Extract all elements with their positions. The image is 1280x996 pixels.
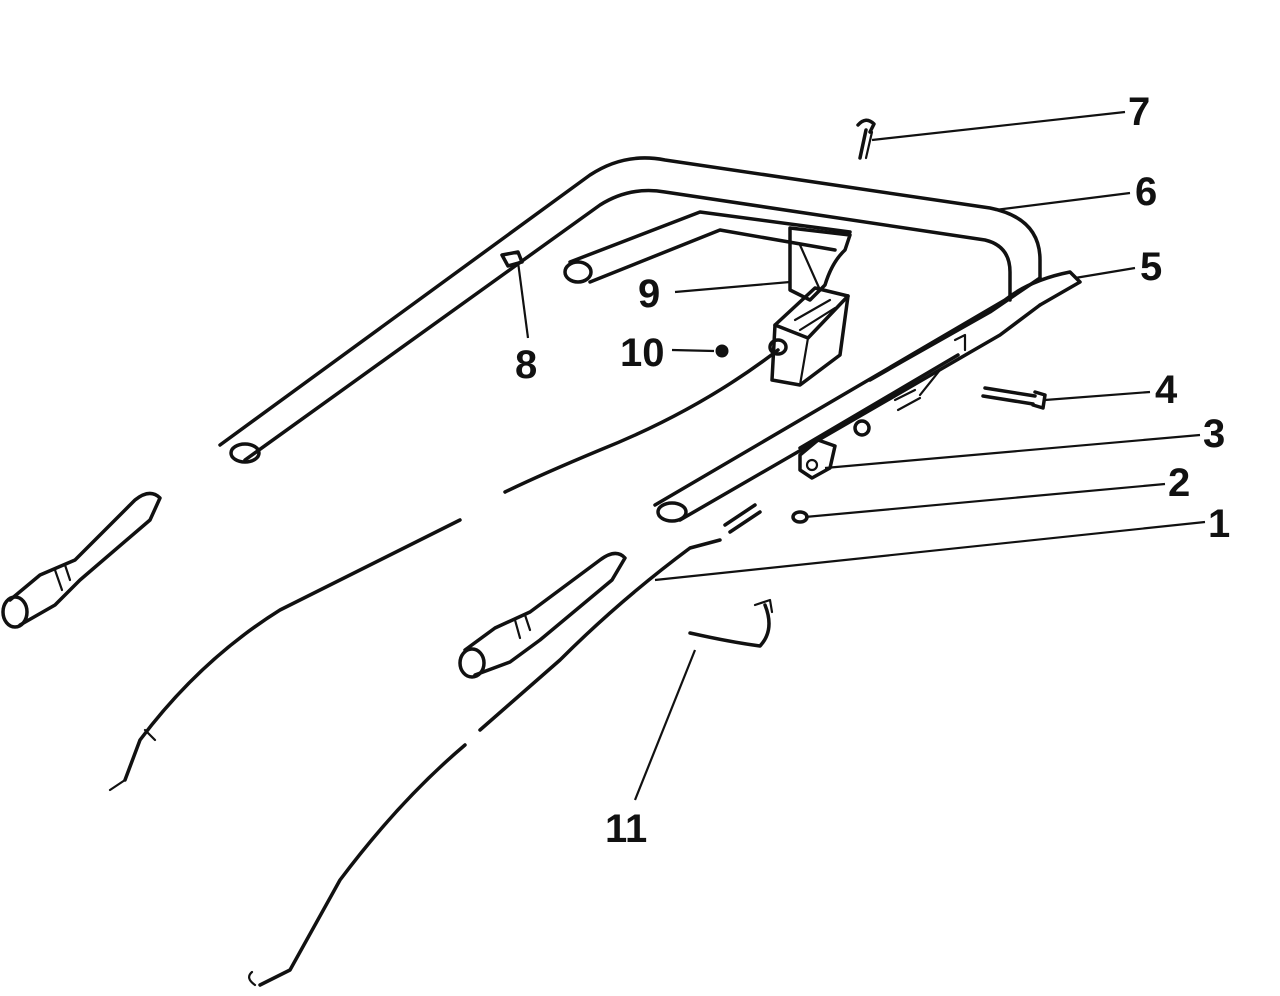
callout-11: 11 bbox=[605, 807, 647, 851]
callout-7: 7 bbox=[1128, 90, 1150, 134]
cable-tie bbox=[688, 598, 774, 648]
callout-1: 1 bbox=[1208, 502, 1230, 546]
callout-8: 8 bbox=[515, 343, 537, 387]
nut bbox=[715, 344, 729, 358]
control-lever bbox=[788, 226, 852, 302]
right-hand-grip bbox=[458, 551, 627, 679]
callout-3: 3 bbox=[1203, 412, 1225, 456]
lever-housing bbox=[768, 286, 850, 387]
cross-bar bbox=[563, 210, 852, 284]
callout-labels: 1 2 3 4 5 6 7 8 9 10 11 bbox=[515, 90, 1230, 851]
clip bbox=[500, 250, 524, 268]
upper-handle-bar bbox=[218, 156, 1042, 464]
callout-9: 9 bbox=[638, 272, 660, 316]
callout-6: 6 bbox=[1135, 170, 1157, 214]
top-bolt bbox=[856, 118, 876, 160]
small-nut bbox=[791, 510, 809, 524]
long-bolt bbox=[981, 386, 1047, 410]
callout-10: 10 bbox=[620, 331, 665, 375]
leader-lines bbox=[516, 110, 1206, 801]
left-hand-grip bbox=[1, 491, 162, 629]
callout-2: 2 bbox=[1168, 461, 1190, 505]
cable-adjuster bbox=[723, 503, 762, 534]
control-cable bbox=[108, 348, 780, 987]
callout-4: 4 bbox=[1155, 368, 1178, 412]
callout-5: 5 bbox=[1140, 245, 1162, 289]
adjuster-spring bbox=[853, 333, 967, 437]
lower-handle-bar bbox=[653, 270, 1082, 523]
